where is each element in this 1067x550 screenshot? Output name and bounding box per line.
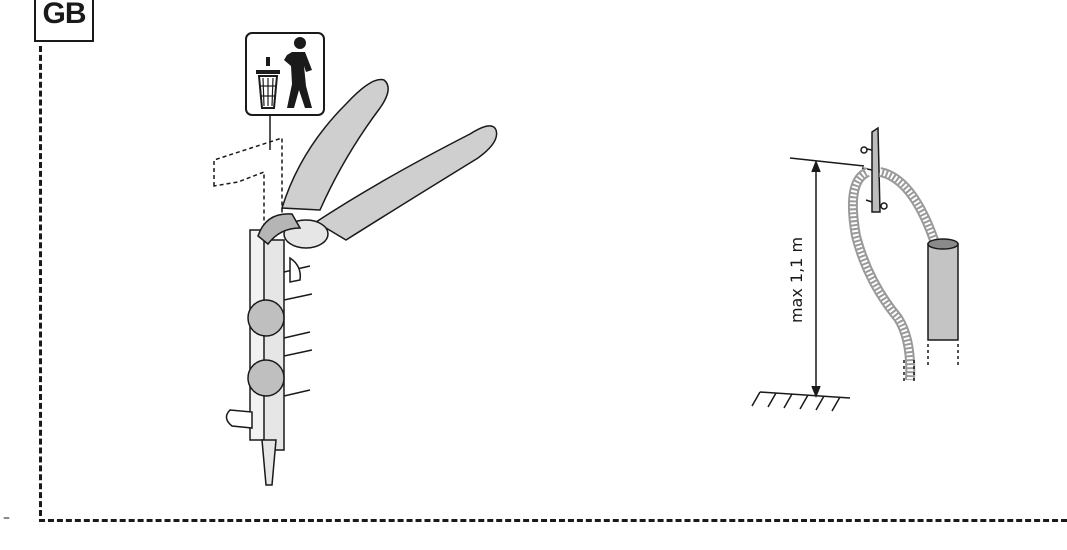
hose-clip-diagram <box>751 126 959 412</box>
pliers-icon <box>257 78 498 249</box>
country-badge: GB <box>34 0 94 42</box>
waste-bin-icon <box>245 32 325 116</box>
dashed-border-left <box>39 46 42 516</box>
dash-mark: – <box>3 510 10 526</box>
dimension-label: max 1,1 m <box>787 237 806 323</box>
dashed-border-bottom <box>39 519 1067 522</box>
clip-strip <box>213 136 313 486</box>
